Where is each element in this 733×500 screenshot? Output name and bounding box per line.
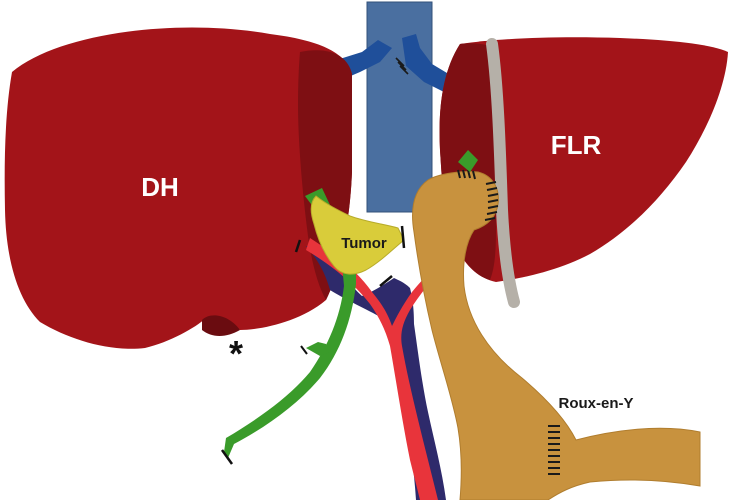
hepatic-artery [306,238,440,500]
falciform-ligament [486,38,520,308]
roux-en-y-limb [412,171,701,500]
tumor [310,195,405,275]
bile-duct [224,188,356,458]
roux-en-y-label: Roux-en-Y [559,395,634,412]
gallbladder-fossa [202,315,240,336]
flr-bile-duct-stump [458,150,478,172]
vascular-stump-clips [294,225,406,287]
hepaticojejunostomy-staples [457,169,499,221]
tumor-label: Tumor [341,235,387,252]
asterisk-marker: * [229,333,243,374]
flr-label: FLR [551,130,602,160]
jejunojejunostomy-staples [548,425,560,475]
bile-duct-branch-clip [300,345,308,355]
bile-duct-branch [306,342,330,356]
vena-cava [366,1,433,213]
bile-duct-stump-clip [220,449,234,465]
future-liver-remnant-lobe [439,37,728,282]
diseased-hemiliver-lobe [4,27,353,349]
hepatic-vein-staples [395,57,409,75]
dh-label: DH [141,172,179,202]
